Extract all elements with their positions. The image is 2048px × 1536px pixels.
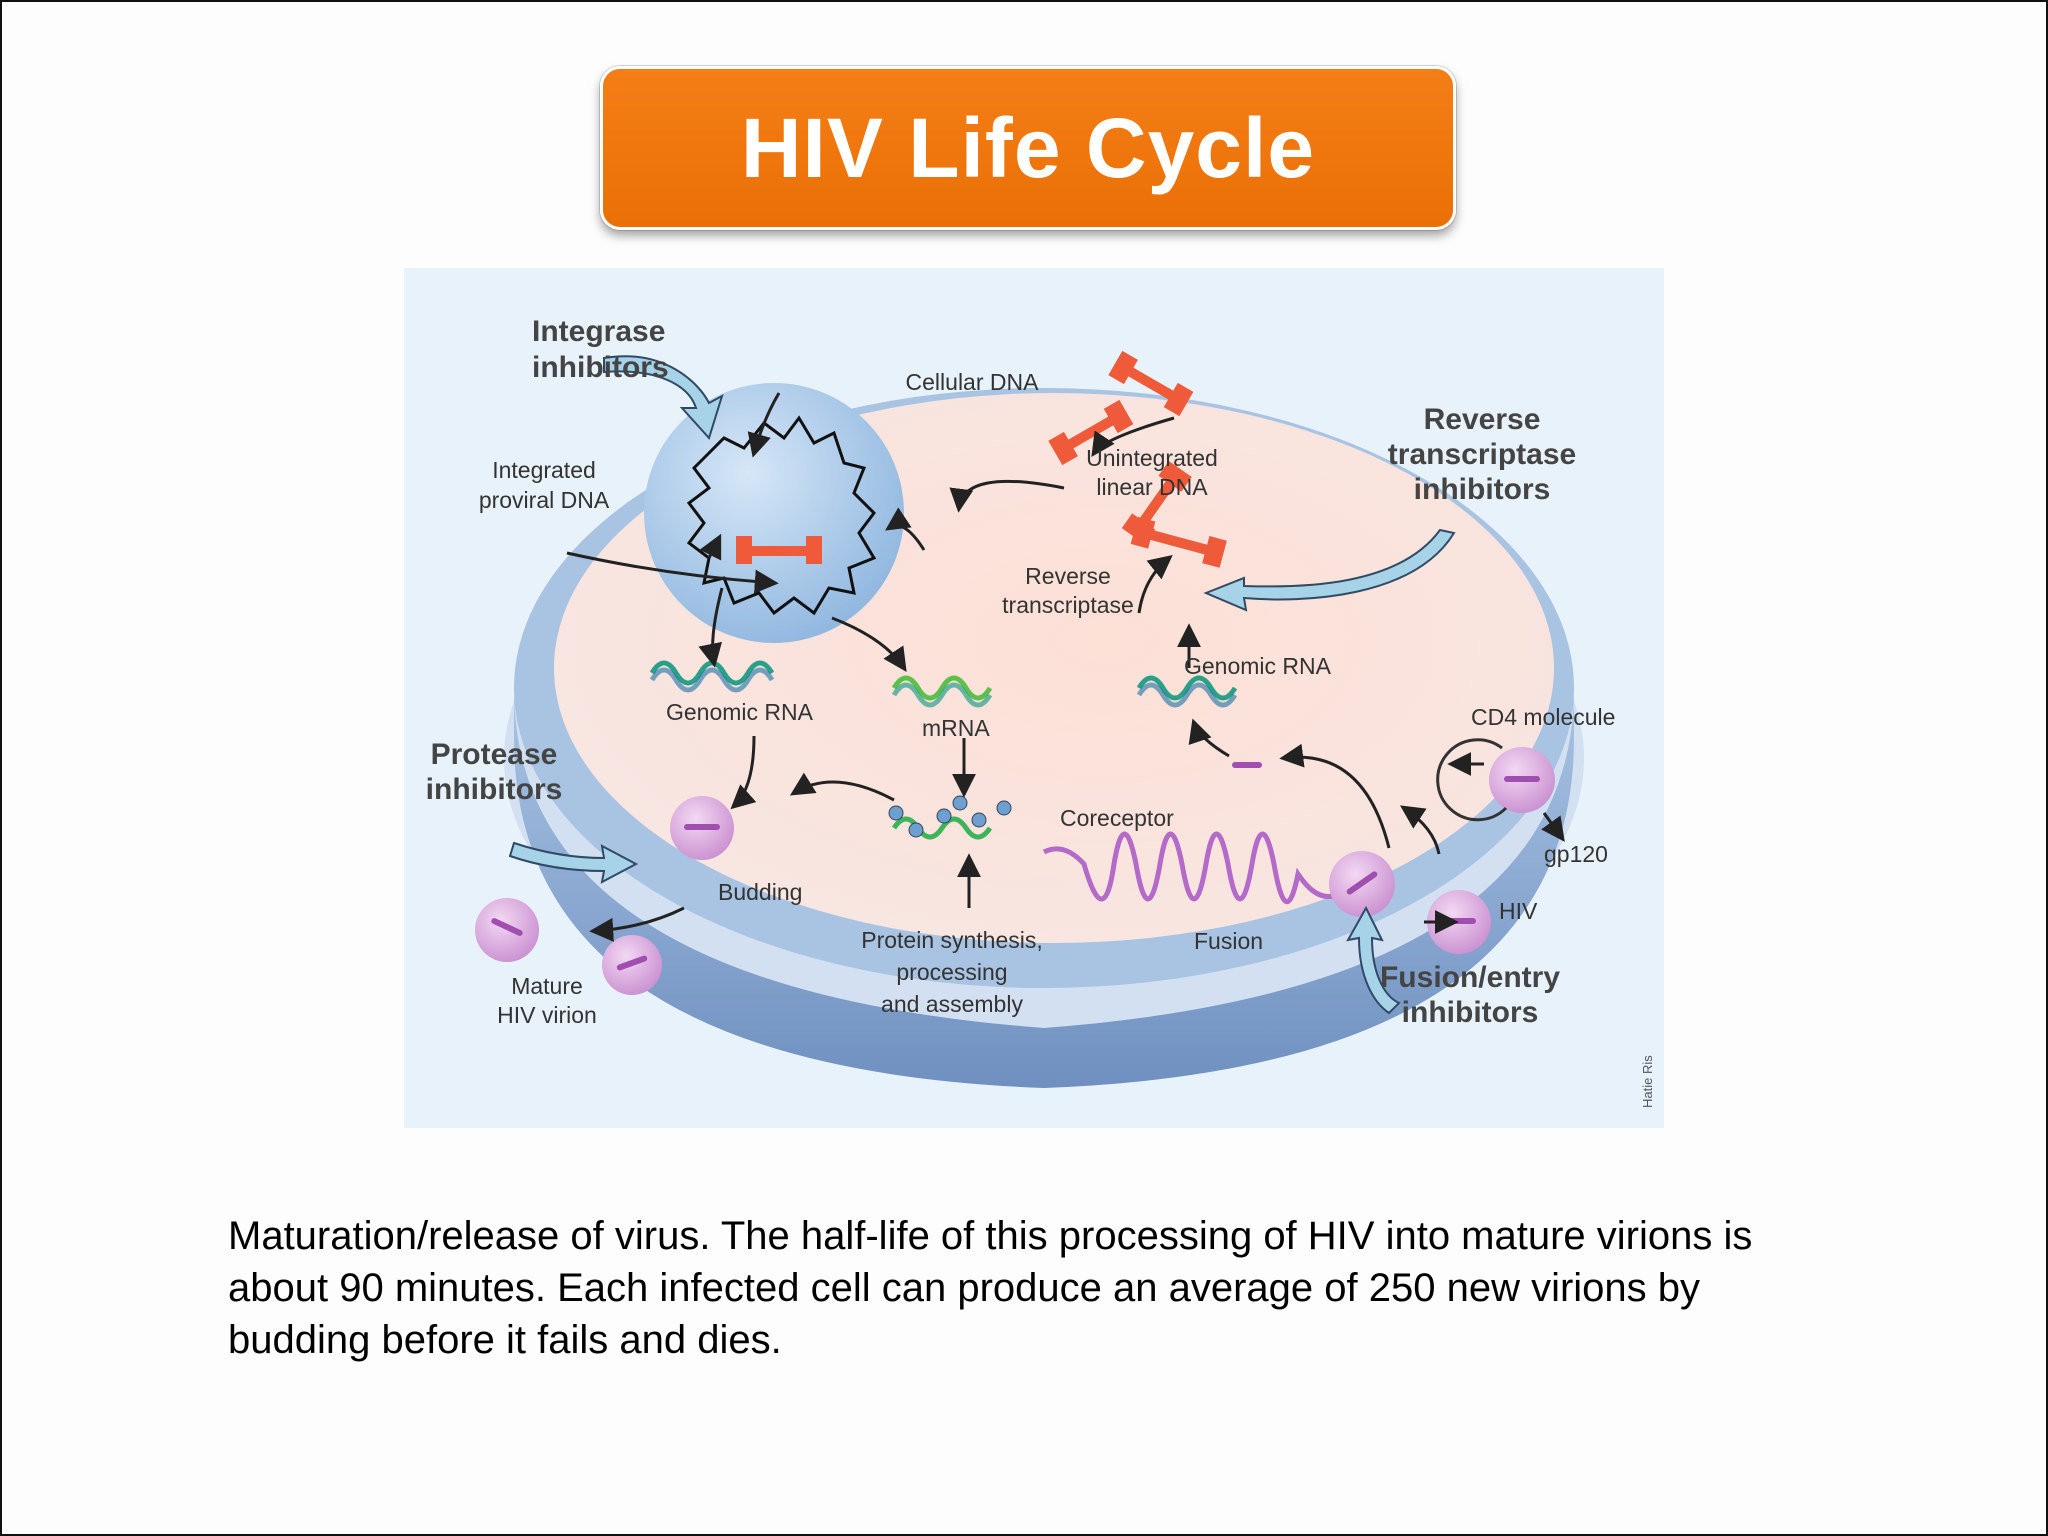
coreceptor-label: Coreceptor — [1060, 805, 1174, 831]
coreceptor-coil — [1042, 831, 1340, 904]
budding-virion — [670, 796, 734, 860]
entered-capsid — [1232, 762, 1262, 768]
genomic-rna-left-label: Genomic RNA — [666, 699, 814, 725]
protein-synthesis-label-3: and assembly — [881, 991, 1023, 1017]
fusion-inhibitor-arrow — [1346, 905, 1401, 1015]
integrated-proviral-dna-label-1: Integrated — [492, 457, 596, 483]
unintegrated-dna-label-1: Unintegrated — [1086, 445, 1218, 471]
diagram-canvas: Integrase inhibitors Reverse transcripta… — [404, 268, 1664, 1128]
hiv-label: HIV — [1499, 898, 1538, 924]
budding-label: Budding — [718, 879, 802, 905]
cd4-molecule-label: CD4 molecule — [1471, 704, 1615, 730]
mature-virion-1 — [475, 898, 539, 962]
artist-credit: Hatie Ris — [1640, 1055, 1655, 1108]
protein-synthesis-label-2: processing — [896, 959, 1007, 985]
reverse-transcriptase-label-2: transcriptase — [1002, 592, 1134, 618]
genomic-rna-right-strand — [1136, 675, 1238, 701]
fusing-virion — [1329, 851, 1395, 917]
nucleus — [644, 383, 904, 643]
mature-virion-label-2: HIV virion — [497, 1002, 597, 1028]
fusion-inhibitors-label-2: inhibitors — [1402, 996, 1539, 1029]
host-cell — [504, 388, 1584, 1088]
reverse-transcriptase-label-1: Reverse — [1025, 563, 1111, 589]
gp120-label: gp120 — [1544, 841, 1608, 867]
virions — [475, 738, 1555, 995]
fusion-inhibitors-label-1: Fusion/entry — [1380, 961, 1560, 994]
integrated-proviral-dna-label-2: proviral DNA — [479, 487, 610, 513]
integrated-proviral-dna-icon — [736, 536, 822, 564]
hiv-life-cycle-diagram: Integrase inhibitors Reverse transcripta… — [404, 268, 1664, 1128]
cd4-bound-virion — [1489, 747, 1555, 813]
cd4-molecule-icon — [1436, 738, 1508, 822]
mature-virion-2 — [602, 935, 662, 995]
mrna-strand — [891, 675, 993, 701]
integrase-inhibitors-label-1: Integrase — [532, 315, 665, 348]
protein-synthesis-strand — [891, 816, 993, 840]
protease-inhibitor-arrow — [508, 841, 639, 884]
rt-inhibitors-label-3: inhibitors — [1414, 473, 1551, 506]
mature-virion-label-1: Mature — [511, 973, 583, 999]
cellular-dna-label: Cellular DNA — [906, 369, 1040, 395]
protease-inhibitors-label-1: Protease — [431, 738, 558, 771]
integrase-inhibitors-label-2: inhibitors — [532, 351, 669, 384]
unintegrated-dna-icons — [1048, 350, 1227, 568]
slide-caption: Maturation/release of virus. The half-li… — [228, 1214, 1753, 1362]
ribosomes — [888, 795, 1012, 838]
title-banner: HIV Life Cycle — [600, 66, 1456, 230]
unintegrated-dna-label-2: linear DNA — [1096, 474, 1208, 500]
fusion-label: Fusion — [1194, 928, 1263, 954]
rt-inhibitors-label-2: transcriptase — [1388, 438, 1576, 471]
protease-inhibitors-label-2: inhibitors — [426, 773, 563, 806]
diagram-labels: Cellular DNA Integrated proviral DNA Uni… — [479, 369, 1655, 1108]
genomic-rna-right-label: Genomic RNA — [1184, 653, 1332, 679]
process-arrows — [566, 392, 1565, 942]
protein-synthesis-label-1: Protein synthesis, — [861, 927, 1043, 953]
integrase-inhibitor-arrow — [603, 355, 724, 440]
cellular-dna-strand — [686, 415, 877, 616]
rt-inhibitors-label-1: Reverse — [1424, 403, 1541, 436]
slide-title: HIV Life Cycle — [740, 100, 1316, 195]
drug-class-labels: Integrase inhibitors Reverse transcripta… — [426, 315, 1577, 1029]
inhibitor-arrows — [508, 355, 1456, 1015]
reverse-transcriptase-inhibitor-arrow — [1203, 528, 1456, 612]
mrna-label: mRNA — [922, 715, 990, 741]
